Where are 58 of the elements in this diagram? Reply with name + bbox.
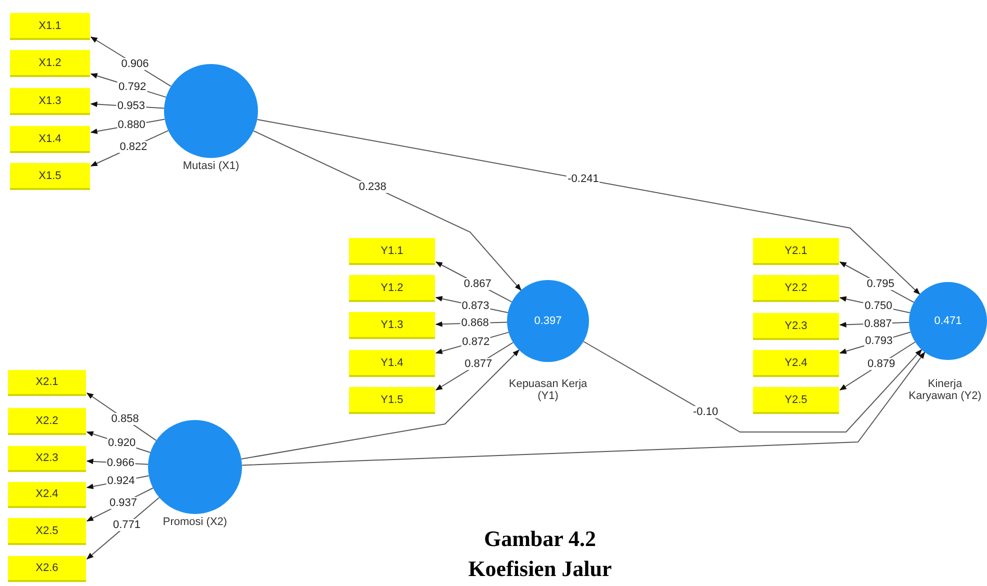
indicator-box: X2.4 <box>8 482 86 508</box>
edge-label: 0.920 <box>107 437 137 450</box>
arrow <box>240 350 520 460</box>
edge-label: 0.906 <box>120 58 150 70</box>
edge-label: 0.795 <box>866 278 896 290</box>
indicator-box: X1.5 <box>10 163 90 190</box>
arrow <box>242 352 926 466</box>
construct-label: Promosi (X2) <box>162 516 228 528</box>
indicator-box: X2.3 <box>8 446 86 472</box>
edge-label: 0.879 <box>866 358 896 370</box>
indicator-box: X2.5 <box>8 518 86 545</box>
edge-label: 0.867 <box>462 278 492 290</box>
indicator-box: X1.2 <box>10 50 90 77</box>
arrow <box>583 341 922 432</box>
edge-label: 0.880 <box>116 119 146 132</box>
indicator-box: Y1.4 <box>349 350 435 377</box>
edge-label: 0.887 <box>863 318 893 330</box>
latent-variable-circle: 0.397 <box>507 280 589 362</box>
figure-title: Gambar 4.2 <box>482 526 598 552</box>
indicator-box: Y2.5 <box>753 387 839 414</box>
edge-label: 0.238 <box>358 180 388 192</box>
indicator-box: X2.2 <box>8 408 86 435</box>
construct-label: Kinerja Karyawan (Y2) <box>908 378 982 402</box>
arrow <box>256 119 920 295</box>
indicator-box: X1.1 <box>10 13 90 40</box>
latent-variable-circle: 0.471 <box>909 282 987 360</box>
indicator-box: Y1.3 <box>349 312 435 339</box>
indicator-box: Y1.5 <box>349 387 435 414</box>
indicator-box: Y1.2 <box>349 275 435 302</box>
arrow <box>253 130 522 291</box>
edge-label: 0.868 <box>460 317 490 330</box>
indicator-box: Y2.1 <box>753 238 839 265</box>
edge-label: 0.858 <box>110 413 140 426</box>
edge-label: -0.10 <box>692 406 720 418</box>
indicator-box: Y2.4 <box>753 350 839 377</box>
edge-label: 0.873 <box>460 300 490 312</box>
edge-label: 0.924 <box>106 475 136 488</box>
indicator-box: X2.1 <box>8 370 86 396</box>
edge-label: 0.771 <box>112 519 142 532</box>
indicator-box: Y2.2 <box>753 275 839 302</box>
edge-label: 0.793 <box>864 335 894 348</box>
edge-label: -0.241 <box>566 173 600 186</box>
edge-label: 0.877 <box>464 358 494 370</box>
indicator-box: X1.4 <box>10 126 90 153</box>
figure-caption: Koefisien Jalur <box>467 556 613 582</box>
edge-label: 0.953 <box>116 100 146 112</box>
edge-label: 0.792 <box>118 80 148 93</box>
indicator-box: Y1.1 <box>349 238 435 265</box>
construct-label: Mutasi (X1) <box>182 160 240 172</box>
edge-label: 0.966 <box>106 456 136 469</box>
indicator-box: X1.3 <box>10 88 90 115</box>
edge-label: 0.872 <box>461 336 491 348</box>
edge-label: 0.937 <box>108 496 138 509</box>
edge-label: 0.822 <box>118 140 148 153</box>
construct-label: Kepuasan Kerja (Y1) <box>508 378 588 402</box>
edge-label: 0.750 <box>864 300 894 312</box>
indicator-box: X2.6 <box>8 556 86 582</box>
indicator-box: Y2.3 <box>753 313 839 340</box>
